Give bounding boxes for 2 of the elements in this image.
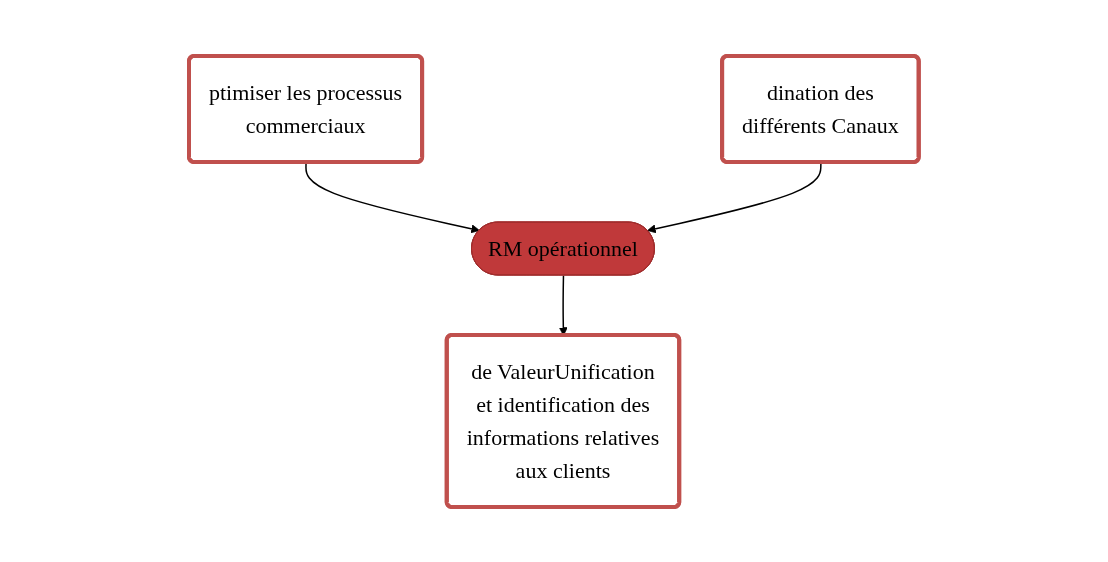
arrow [305,161,480,233]
arrow [647,161,822,233]
